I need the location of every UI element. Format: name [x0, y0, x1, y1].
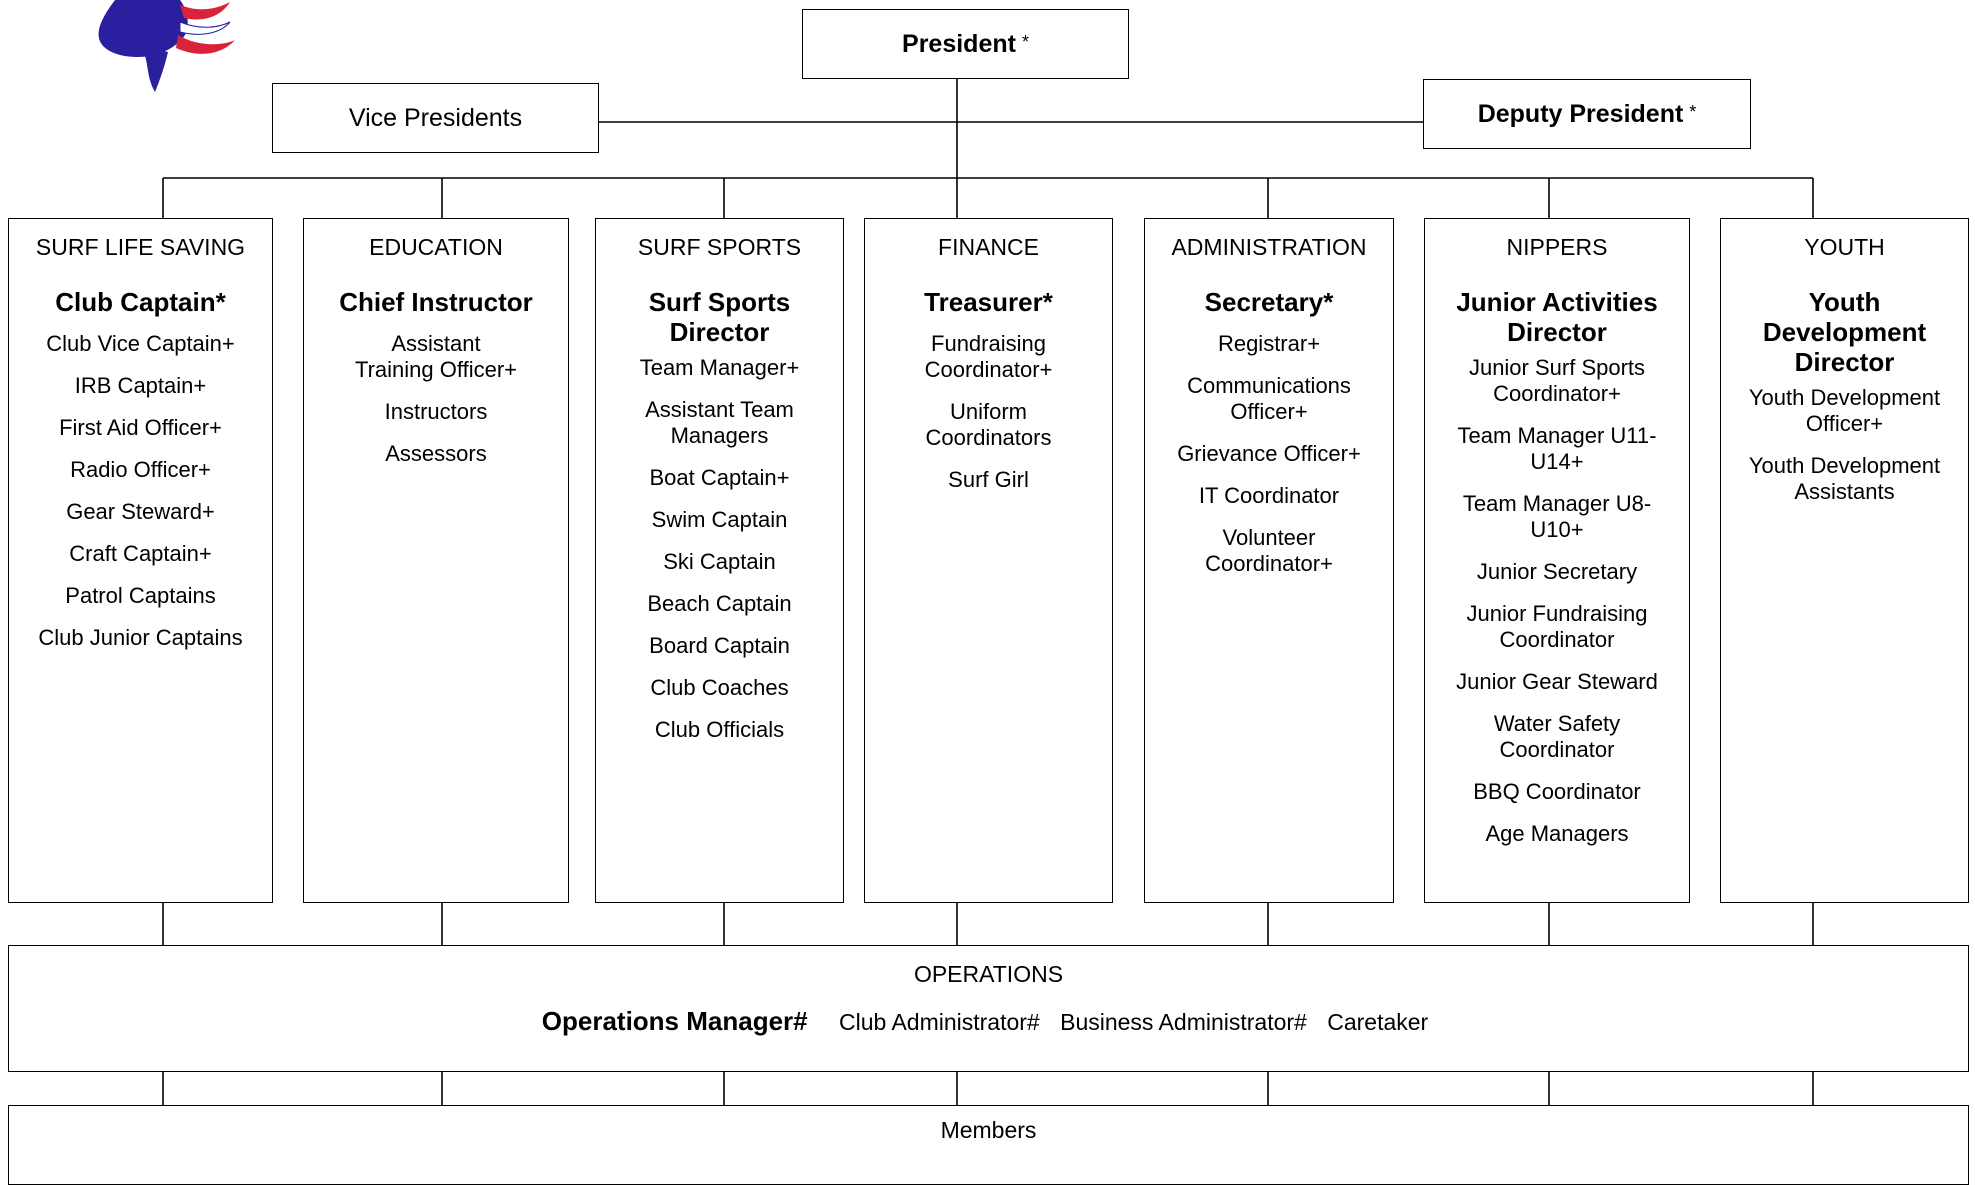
role-list: Fundraising Coordinator+ Uniform Coordin…: [865, 331, 1112, 493]
role-item: Youth Development Officer+: [1748, 385, 1941, 436]
role-item: First Aid Officer+: [59, 415, 222, 440]
dept-head: Secretary*: [1204, 287, 1334, 317]
dept-name: ADMINISTRATION: [1171, 234, 1367, 260]
role-item: Instructors: [384, 399, 488, 424]
role-item: Uniform Coordinators: [925, 399, 1052, 450]
dept-administration: ADMINISTRATION Secretary* Registrar+ Com…: [1144, 218, 1394, 903]
dept-name: SURF LIFE SAVING: [35, 234, 246, 260]
role-item: Age Managers: [1485, 821, 1629, 846]
role-item: Ski Captain: [663, 549, 776, 574]
role-item: Junior Surf Sports Coordinator+: [1468, 355, 1646, 406]
role-list: Junior Surf Sports Coordinator+ Team Man…: [1425, 355, 1689, 847]
role-item: Registrar+: [1217, 331, 1321, 356]
role-item: Radio Officer+: [70, 457, 211, 482]
role-item: Assistant Team Managers: [645, 397, 794, 448]
dept-youth: YOUTH Youth Development Director Youth D…: [1720, 218, 1969, 903]
role-item: Water Safety Coordinator: [1493, 711, 1621, 762]
role-item: Fundraising Coordinator+: [924, 331, 1053, 382]
deputy-president-label: Deputy President: [1477, 99, 1684, 128]
vice-presidents-label: Vice Presidents: [348, 103, 523, 132]
role-item: Craft Captain+: [69, 541, 212, 566]
dept-head: Chief Instructor: [339, 287, 533, 317]
members-box: Members: [8, 1105, 1969, 1185]
deputy-president-mark: *: [1689, 102, 1697, 122]
operations-item: Business Administrator#: [1060, 1009, 1307, 1035]
role-item: Club Junior Captains: [38, 625, 243, 650]
president-mark: *: [1021, 32, 1029, 52]
role-item: BBQ Coordinator: [1473, 779, 1641, 804]
role-item: Swim Captain: [651, 507, 788, 532]
role-item: Assessors: [385, 441, 487, 466]
role-item: Communications Officer+: [1187, 373, 1351, 424]
role-item: Club Vice Captain+: [46, 331, 235, 356]
dept-head: Youth Development Director: [1762, 287, 1927, 377]
members-title: Members: [940, 1117, 1037, 1143]
dept-name: NIPPERS: [1506, 234, 1608, 260]
dept-name: EDUCATION: [369, 234, 503, 260]
role-item: Grievance Officer+: [1177, 441, 1361, 466]
role-item: Club Coaches: [650, 675, 789, 700]
role-list: Club Vice Captain+ IRB Captain+ First Ai…: [9, 331, 272, 651]
role-item: Team Manager+: [639, 355, 800, 380]
role-list: Youth Development Officer+ Youth Develop…: [1721, 385, 1968, 505]
role-item: Junior Fundraising Coordinator: [1466, 601, 1648, 652]
role-item: Team Manager U8-U10+: [1462, 491, 1652, 542]
dept-head: Surf Sports Director: [648, 287, 791, 347]
dept-surf-sports: SURF SPORTS Surf Sports Director Team Ma…: [595, 218, 844, 903]
dept-name: YOUTH: [1804, 234, 1885, 260]
dept-name: SURF SPORTS: [637, 234, 802, 260]
role-item: Boat Captain+: [649, 465, 790, 490]
role-item: Assistant Training Officer+: [354, 331, 517, 382]
deputy-president-box: Deputy President *: [1423, 79, 1751, 149]
president-box: President *: [802, 9, 1129, 79]
dept-head: Junior Activities Director: [1456, 287, 1658, 347]
role-item: Beach Captain: [647, 591, 792, 616]
operations-title: OPERATIONS: [913, 961, 1064, 987]
dept-nippers: NIPPERS Junior Activities Director Junio…: [1424, 218, 1690, 903]
role-item: Surf Girl: [948, 467, 1029, 492]
operations-row: Operations Manager# Club Administrator# …: [9, 1006, 1968, 1037]
role-item: Youth Development Assistants: [1748, 453, 1941, 504]
dept-education: EDUCATION Chief Instructor Assistant Tra…: [303, 218, 569, 903]
role-item: Volunteer Coordinator+: [1205, 525, 1333, 576]
dept-surf-life-saving: SURF LIFE SAVING Club Captain* Club Vice…: [8, 218, 273, 903]
role-list: Team Manager+ Assistant Team Managers Bo…: [596, 355, 843, 743]
role-item: IRB Captain+: [74, 373, 207, 398]
role-item: IT Coordinator: [1198, 483, 1340, 508]
club-logo: [98, 0, 235, 92]
role-item: Junior Gear Steward: [1456, 669, 1658, 694]
operations-item: Caretaker: [1327, 1009, 1429, 1035]
operations-box: OPERATIONS Operations Manager# Club Admi…: [8, 945, 1969, 1072]
dept-name: FINANCE: [938, 234, 1039, 260]
role-item: Gear Steward+: [66, 499, 215, 524]
dept-head: Treasurer*: [924, 287, 1053, 317]
operations-item: Club Administrator#: [839, 1009, 1040, 1035]
role-list: Assistant Training Officer+ Instructors …: [304, 331, 568, 467]
role-item: Junior Secretary: [1476, 559, 1638, 584]
dept-head: Club Captain*: [55, 287, 226, 317]
role-item: Board Captain: [649, 633, 790, 658]
dept-finance: FINANCE Treasurer* Fundraising Coordinat…: [864, 218, 1113, 903]
role-item: Club Officials: [654, 717, 785, 742]
president-label: President: [902, 29, 1016, 58]
role-list: Registrar+ Communications Officer+ Griev…: [1145, 331, 1393, 577]
role-item: Team Manager U11-U14+: [1457, 423, 1657, 474]
role-item: Patrol Captains: [65, 583, 216, 608]
operations-manager: Operations Manager#: [541, 1006, 808, 1036]
vice-presidents-box: Vice Presidents: [272, 83, 599, 153]
